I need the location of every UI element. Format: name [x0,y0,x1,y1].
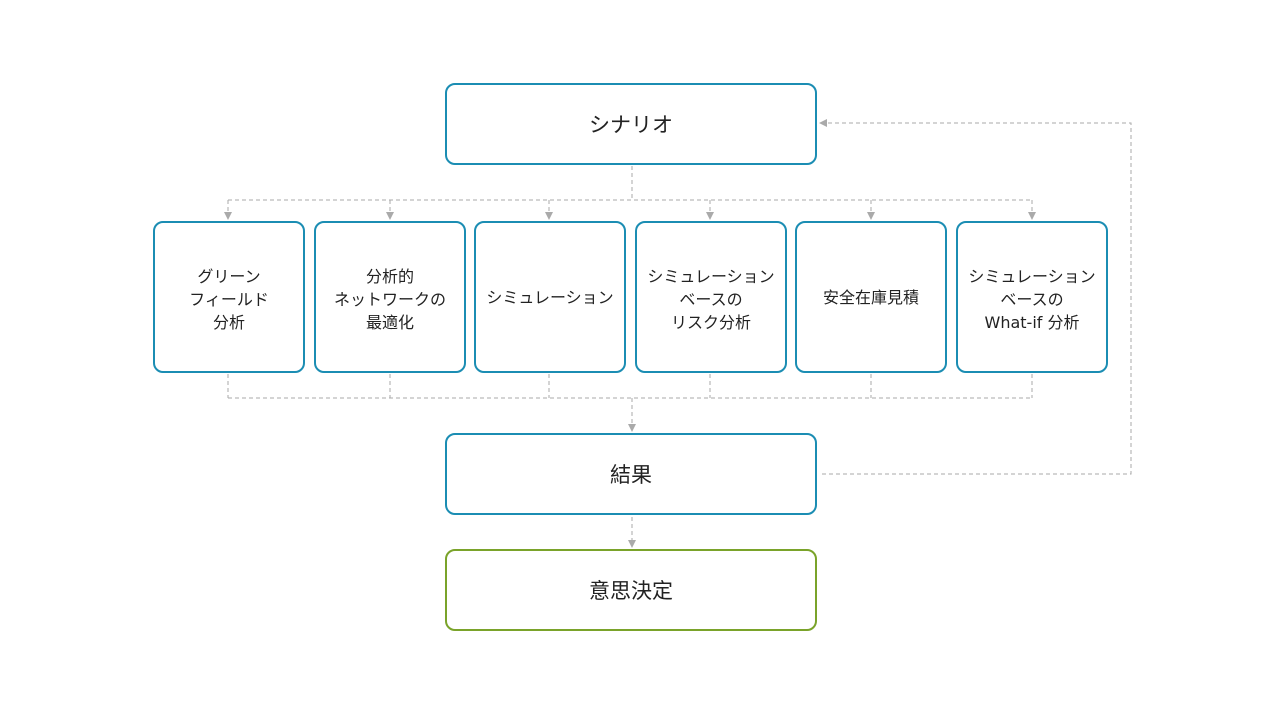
feedback-loop-arrow [819,119,1132,475]
method-box-risk-analysis: シミュレーション ベースの リスク分析 [635,221,787,373]
method-label-network-optimization: 分析的 ネットワークの 最適化 [333,267,446,332]
method-box-simulation: シミュレーション [474,221,626,373]
method-label-safety-stock: 安全在庫見積 [822,288,919,307]
method-label-simulation: シミュレーション [486,288,614,307]
decision-label: 意思決定 [589,579,673,603]
method-box-green-field: グリーン フィールド 分析 [153,221,305,373]
method-label-what-if-analysis: シミュレーション ベースの What-if 分析 [968,267,1096,332]
scenario-box: シナリオ [445,83,817,165]
result-box: 結果 [445,433,817,515]
method-box-network-optimization: 分析的 ネットワークの 最適化 [314,221,466,373]
result-label: 結果 [610,463,652,487]
scenario-label: シナリオ [589,113,673,137]
decision-box: 意思決定 [445,549,817,631]
method-box-what-if-analysis: シミュレーション ベースの What-if 分析 [956,221,1108,373]
method-box-safety-stock: 安全在庫見積 [795,221,947,373]
method-label-risk-analysis: シミュレーション ベースの リスク分析 [647,267,775,332]
method-label-green-field: グリーン フィールド 分析 [189,267,269,332]
